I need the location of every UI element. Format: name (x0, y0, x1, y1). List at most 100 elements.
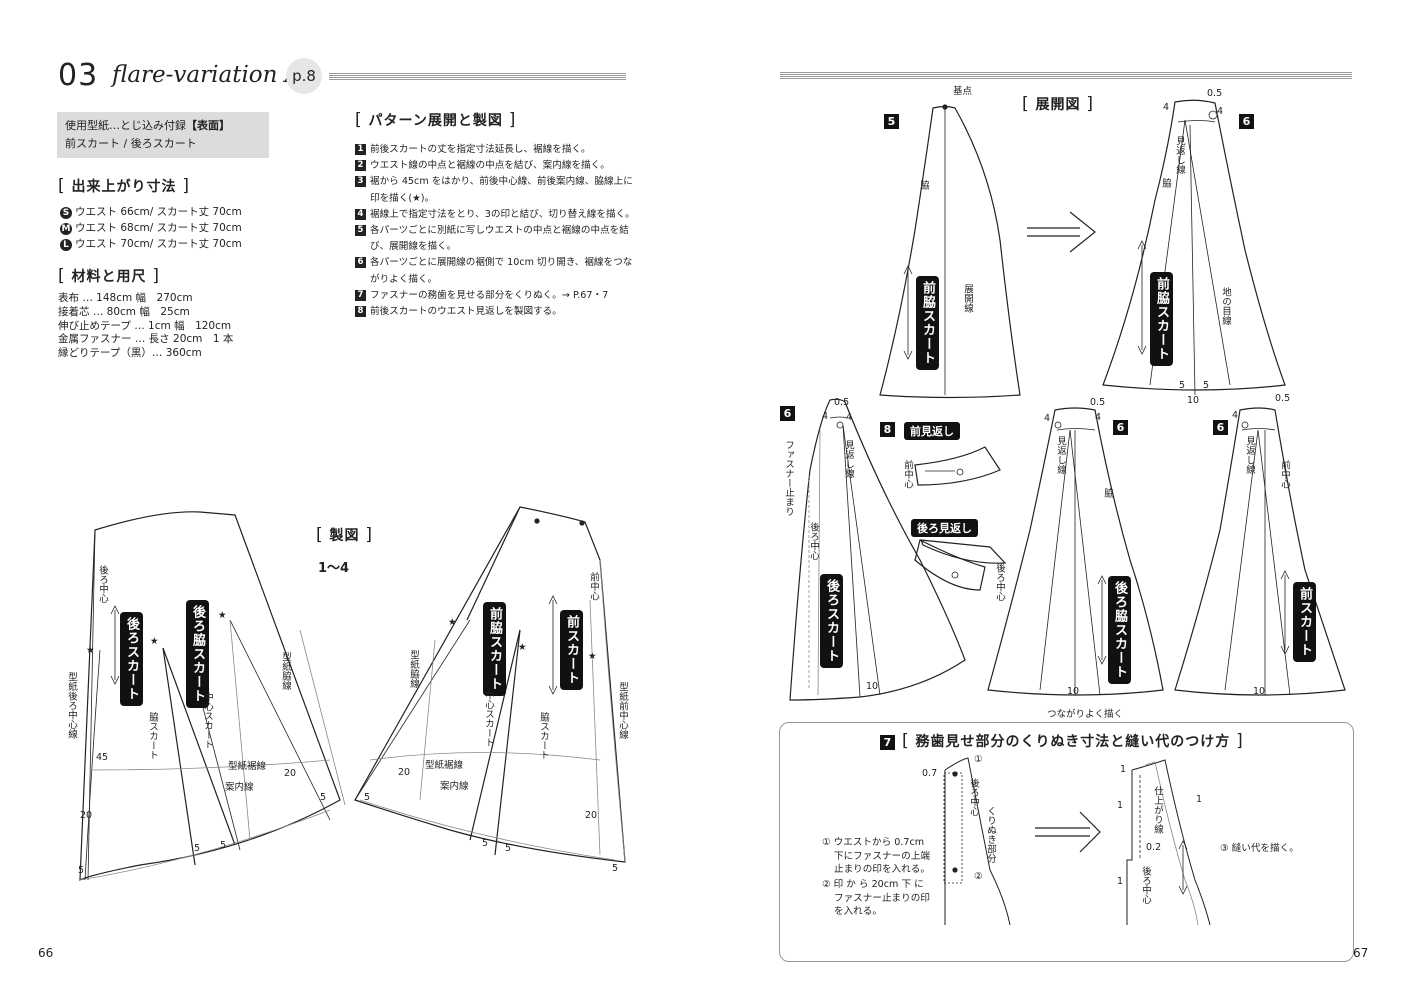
num-5: 5 (612, 863, 619, 874)
label-base-point: 基点 (953, 86, 973, 97)
badge-back-side-skirt: 後ろ脇スカート (186, 600, 209, 708)
label-zipper-stop: ファスナー止まり (783, 440, 794, 516)
num-10: 10 (1067, 686, 1080, 697)
circle-2: ② (974, 871, 983, 882)
num-20: 20 (398, 767, 411, 778)
label-back-center: 後ろ中心 (97, 565, 108, 603)
star-mark: ★ (150, 636, 159, 647)
size-badge: L (60, 239, 72, 251)
label-grain: 地の目線 (1220, 287, 1231, 325)
step-badge-6: 6 (1213, 420, 1228, 435)
num-20: 20 (80, 810, 93, 821)
star-mark: ★ (448, 617, 457, 628)
inset-note-1: ① ウエストから 0.7cm 下にファスナーの上端 止まりの印を入れる。 (822, 837, 930, 875)
label-back-center: 後ろ中心 (994, 563, 1005, 601)
num-4: 4 (1217, 106, 1224, 117)
label-side: 脇 (918, 180, 929, 190)
pattern-paper-label: 使用型紙…とじ込み付録 (65, 119, 186, 132)
inset-zipper-before (943, 757, 1011, 926)
star-mark: ★ (518, 642, 527, 653)
size-badge: S (60, 207, 72, 219)
step8-facings (914, 446, 1007, 591)
expansion-heading: [ 展開図 ] (1022, 94, 1095, 114)
label-facing-line: 見返し線 (1244, 436, 1255, 474)
label-side: 脇 (1102, 488, 1113, 498)
badge-front-facing: 前見返し (904, 422, 960, 440)
label-smooth: つながりよく描く (1047, 709, 1124, 720)
finished-size-heading: [ 出来上がり寸法 ] (58, 176, 191, 196)
label-facing-line: 見返し線 (1055, 436, 1066, 474)
num-5: 5 (194, 843, 201, 854)
label-center-skirt: 中心スカート (202, 692, 213, 749)
num-10: 10 (1187, 395, 1200, 406)
material-item: 伸び止めテープ … 1cm 幅 120cm (58, 319, 232, 332)
label-pattern-front-center: 型紙前中心線 (617, 682, 628, 739)
step-badge-5: 5 (884, 114, 899, 129)
star-mark: ★ (218, 610, 227, 621)
step6-back-skirt (789, 398, 966, 701)
num-5: 5 (505, 843, 512, 854)
num-4: 4 (846, 412, 853, 423)
badge-back-facing: 後ろ見返し (911, 519, 978, 537)
step-badge-7: 7 (880, 735, 895, 750)
num-20: 20 (284, 768, 297, 779)
badge-back-skirt: 後ろスカート (120, 612, 143, 706)
num-0.5: 0.5 (1207, 88, 1223, 99)
label-expansion-line: 展開線 (962, 284, 973, 313)
pattern-paper-side: 【表面】 (186, 119, 230, 132)
materials-list: 表布 … 148cm 幅 270cm 接着芯 … 80cm 幅 25cm 伸び止… (58, 292, 233, 361)
inset-note-3: ③ 縫い代を描く。 (1220, 843, 1299, 854)
materials-heading: [ 材料と用尺 ] (58, 266, 161, 286)
pattern-paper-box: 使用型紙…とじ込み付録【表面】 前スカート / 後ろスカート (57, 112, 269, 158)
chapter-title: flare-variation A (112, 62, 302, 88)
num-5: 5 (482, 838, 489, 849)
num-0.5: 0.5 (1090, 397, 1106, 408)
num-5: 5 (220, 840, 227, 851)
num-0.7: 0.7 (922, 768, 938, 779)
page-number-right: 67 (1353, 946, 1369, 960)
label-finish-line: 仕上がり線 (1152, 786, 1163, 834)
num-4: 4 (1232, 410, 1239, 421)
page-number-left: 66 (38, 946, 54, 960)
pattern-steps-heading: [ パターン展開と製図 ] (355, 110, 517, 130)
num-20: 20 (585, 810, 598, 821)
badge-front-skirt: 前スカート (560, 610, 583, 690)
size-badge: M (60, 223, 72, 235)
right-title-rule (780, 72, 1352, 79)
num-10: 10 (866, 681, 879, 692)
label-side-skirt: 脇スカート (147, 712, 158, 760)
zipper-inset-box (779, 722, 1354, 962)
num-5: 5 (1203, 380, 1210, 391)
page-ref-badge[interactable]: p.8 (286, 58, 322, 94)
material-item: 金属ファスナー … 長さ 20cm 1 本 (58, 333, 234, 346)
label-side-skirt: 脇スカート (538, 712, 549, 760)
label-pattern-side: 型紙脇線 (280, 652, 291, 690)
star-mark: ★ (588, 651, 597, 662)
label-front-center: 前中心 (588, 572, 599, 601)
num-1: 1 (1117, 800, 1124, 811)
label-facing-line: 見返し線 (1174, 136, 1185, 174)
circle-1: ① (974, 754, 983, 765)
label-back-center: 後ろ中心 (1140, 866, 1151, 904)
num-45: 45 (96, 752, 109, 763)
inset-note-2: ② 印 か ら 20cm 下 に ファスナー止まりの印 を入れる。 (822, 879, 930, 917)
label-back-center: 後ろ中心 (808, 522, 819, 560)
num-1: 1 (1117, 876, 1124, 887)
label-pattern-hem: 型紙裾線 (425, 760, 464, 771)
badge-front-side-skirt: 前脇スカート (916, 276, 939, 370)
num-0.5: 0.5 (1275, 393, 1291, 404)
star-mark: ★ (86, 645, 95, 656)
label-pattern-hem: 型紙裾線 (228, 761, 267, 772)
chapter-number: 03 (58, 58, 99, 93)
badge-front-skirt: 前スカート (1293, 582, 1316, 662)
num-1: 1 (1120, 764, 1127, 775)
